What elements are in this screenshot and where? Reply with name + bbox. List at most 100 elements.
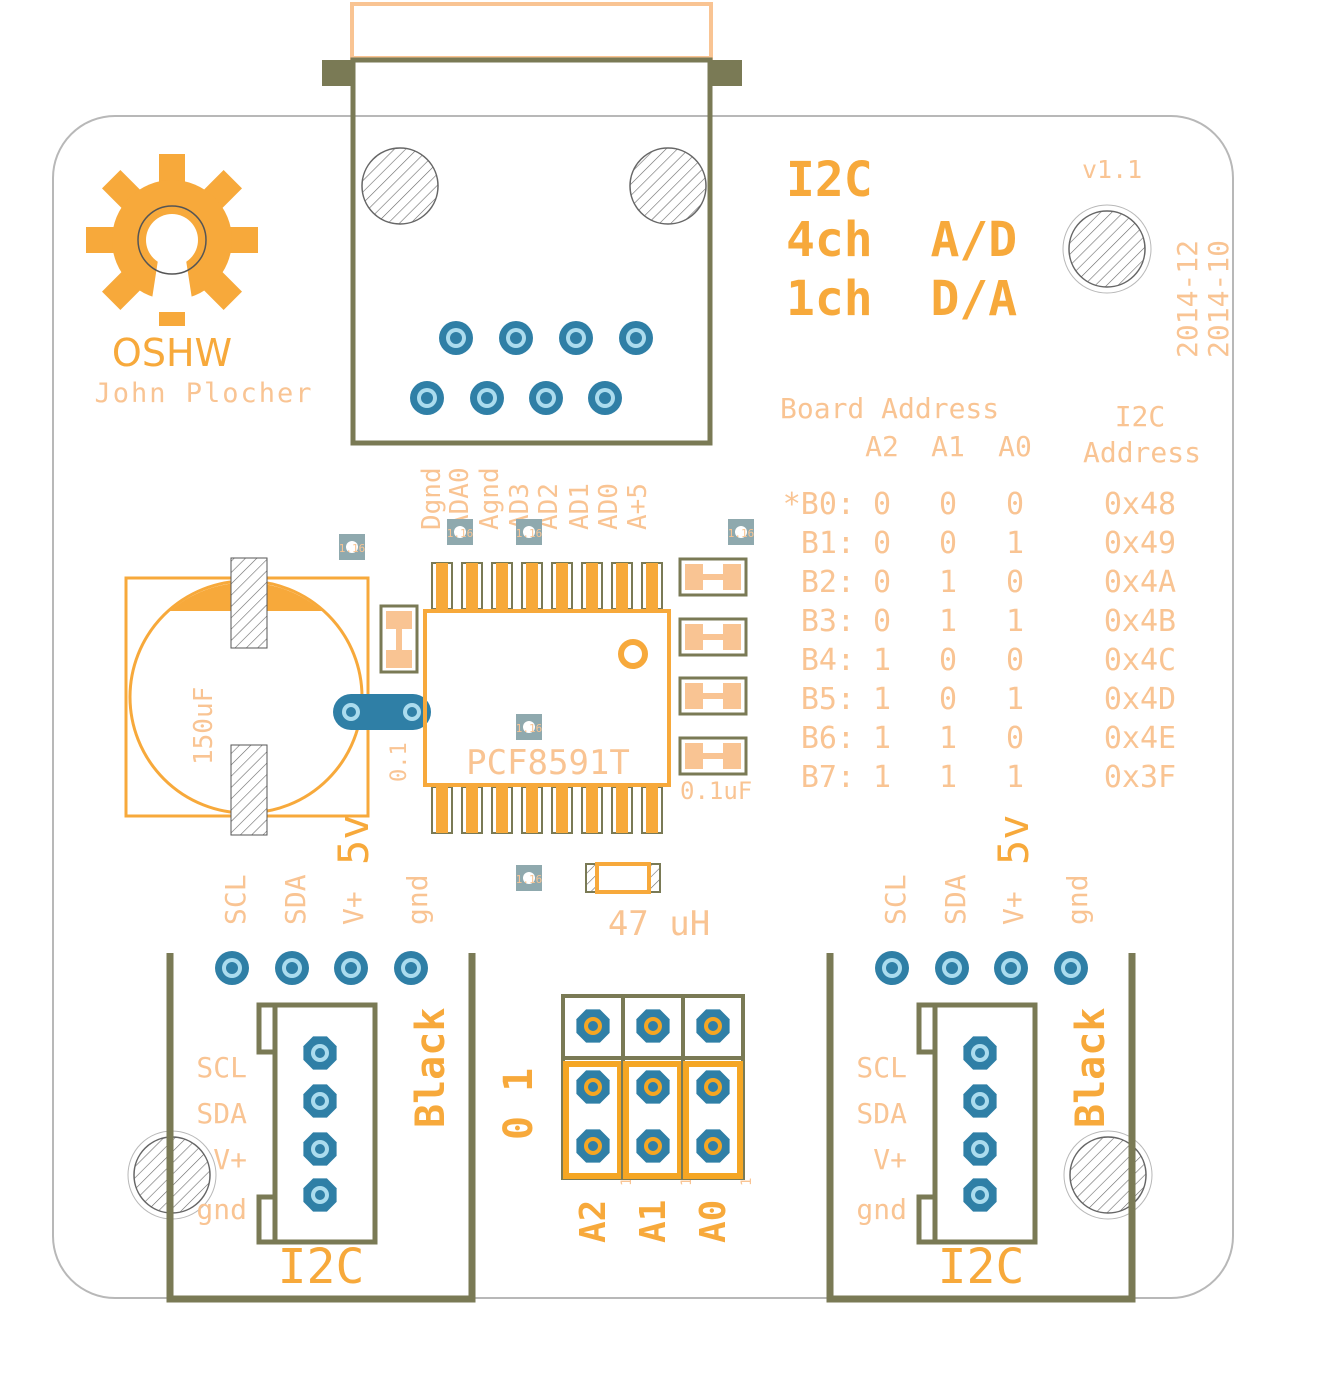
connector-pad-0 (963, 1036, 997, 1070)
fiducial-label: 1.16 (447, 527, 474, 540)
cap-left-outline (379, 604, 419, 674)
row-a2: 1 (873, 760, 891, 795)
cap-big-value: 150uF (189, 687, 219, 765)
connector-pad-2 (963, 1132, 997, 1166)
header-pad-3 (394, 951, 428, 985)
connector-pad-2 (303, 1132, 337, 1166)
row-addr: 0x3F (1104, 760, 1176, 795)
rj-pad-bottom-3 (588, 381, 622, 415)
fiducial-3: 1.16 (728, 519, 755, 545)
row-addr: 0x4D (1104, 682, 1176, 717)
fiducial-5: 1.16 (516, 865, 543, 891)
connector-pad-3 (303, 1178, 337, 1212)
fiducials: 1.16 1.16 1.16 1.16 1.16 1.16 (339, 519, 755, 891)
rj-pad-bottom-0 (410, 381, 444, 415)
connector-housing (272, 1002, 378, 1245)
rj-pin-label: AD1 (565, 483, 595, 530)
header-pad-0 (215, 951, 249, 985)
row-a0: 1 (1006, 526, 1024, 561)
row-a2: 0 (873, 604, 891, 639)
rj-pin-label: A+5 (623, 483, 653, 530)
chip-pin-bottom (556, 787, 568, 833)
chip-pins (431, 562, 663, 834)
jumper-pad-mid (636, 1070, 670, 1104)
oshw-label: OSHW (112, 331, 232, 375)
row-addr: 0x4E (1104, 721, 1176, 756)
chip-pin-top (646, 563, 658, 609)
row-a1: 0 (939, 643, 957, 678)
row-a0: 0 (1006, 487, 1024, 522)
col-a2: A2 (865, 430, 899, 463)
connector-label: I2C (278, 1239, 365, 1295)
connector-signal-label: gnd (856, 1193, 907, 1226)
chip-pin1-marker (618, 639, 648, 669)
row-a1: 1 (939, 565, 957, 600)
row-a0: 0 (1006, 643, 1024, 678)
row-a1: 1 (939, 721, 957, 756)
board-edge (52, 115, 1234, 1299)
fiducial-label: 1.16 (516, 722, 543, 735)
title-line-1: I2C (786, 152, 873, 208)
inductor-value: 47 uH (608, 904, 710, 944)
smd-cap-0 (678, 557, 748, 597)
rj-pad-top-2 (559, 321, 593, 355)
row-board: *B0: (783, 487, 855, 522)
wire-color-label: Black (1068, 1008, 1114, 1128)
fiducial-2: 1.16 (516, 519, 542, 545)
row-a2: 1 (873, 643, 891, 678)
table-heading: Board Address (780, 392, 999, 425)
connector-signal-label: SCL (196, 1051, 247, 1084)
row-a0: 0 (1006, 721, 1024, 756)
row-a1: 1 (939, 604, 957, 639)
connector-frame (166, 953, 476, 1303)
row-board: B1: (801, 526, 855, 561)
rj-jack-flange-right (711, 60, 742, 86)
row-a1: 0 (939, 682, 957, 717)
rj-pad-top-0 (439, 321, 473, 355)
connector-pad-1 (303, 1084, 337, 1118)
row-a0: 1 (1006, 760, 1024, 795)
chip-pin-bottom (646, 787, 658, 833)
cap-left-pad-bottom (386, 650, 412, 668)
cap-big-pad-bottom (230, 744, 268, 836)
connector-signal-label: V+ (873, 1143, 907, 1176)
connector-latch-bottom (256, 1194, 275, 1245)
fiducial-1: 1.16 (447, 519, 474, 545)
mount-hole-bottom-right (1069, 1136, 1147, 1214)
jumper-pad-bottom (696, 1129, 730, 1163)
rj-pad-top-3 (619, 321, 653, 355)
fiducial-label: 1.16 (516, 873, 543, 886)
smd-cap-3 (678, 736, 748, 776)
chip-pin-bottom (466, 787, 478, 833)
fiducial-label: 1.16 (339, 542, 366, 555)
header-signal-label: gnd (1061, 874, 1094, 925)
connector-latch-bottom (916, 1194, 935, 1245)
connector-pad-3 (963, 1178, 997, 1212)
row-addr: 0x49 (1104, 526, 1176, 561)
mount-hole-top-right (1068, 210, 1146, 288)
cap-left-pad-top (386, 611, 412, 629)
mount-hole-bottom-right-ring (1063, 1130, 1153, 1220)
date-label-1: 2014-12 (1171, 240, 1204, 358)
fiducial-label: 1.16 (728, 527, 755, 540)
cap-big-pad-top (230, 557, 268, 649)
jumper-pad-bottom (636, 1129, 670, 1163)
header-signal-label: SDA (939, 874, 972, 925)
chip-pin-bottom (616, 787, 628, 833)
row-addr: 0x4A (1104, 565, 1176, 600)
title-line-2: 4ch A/D (786, 212, 1017, 268)
jumper-pad-top (636, 1009, 670, 1043)
connector-label: I2C (938, 1239, 1025, 1295)
smd-cap-1 (678, 617, 748, 657)
power-label: 5v (989, 814, 1038, 865)
fiducial-0: 1.16 (339, 534, 366, 560)
rj-pads (410, 321, 653, 415)
row-a2: 0 (873, 526, 891, 561)
rj-pin-label: AD0 (594, 483, 624, 530)
author-label: John Plocher (94, 378, 313, 409)
oshw-gear-icon (86, 154, 258, 326)
date-label-2: 2014-10 (1202, 240, 1235, 358)
jumper-A2: A21 (561, 994, 635, 1243)
